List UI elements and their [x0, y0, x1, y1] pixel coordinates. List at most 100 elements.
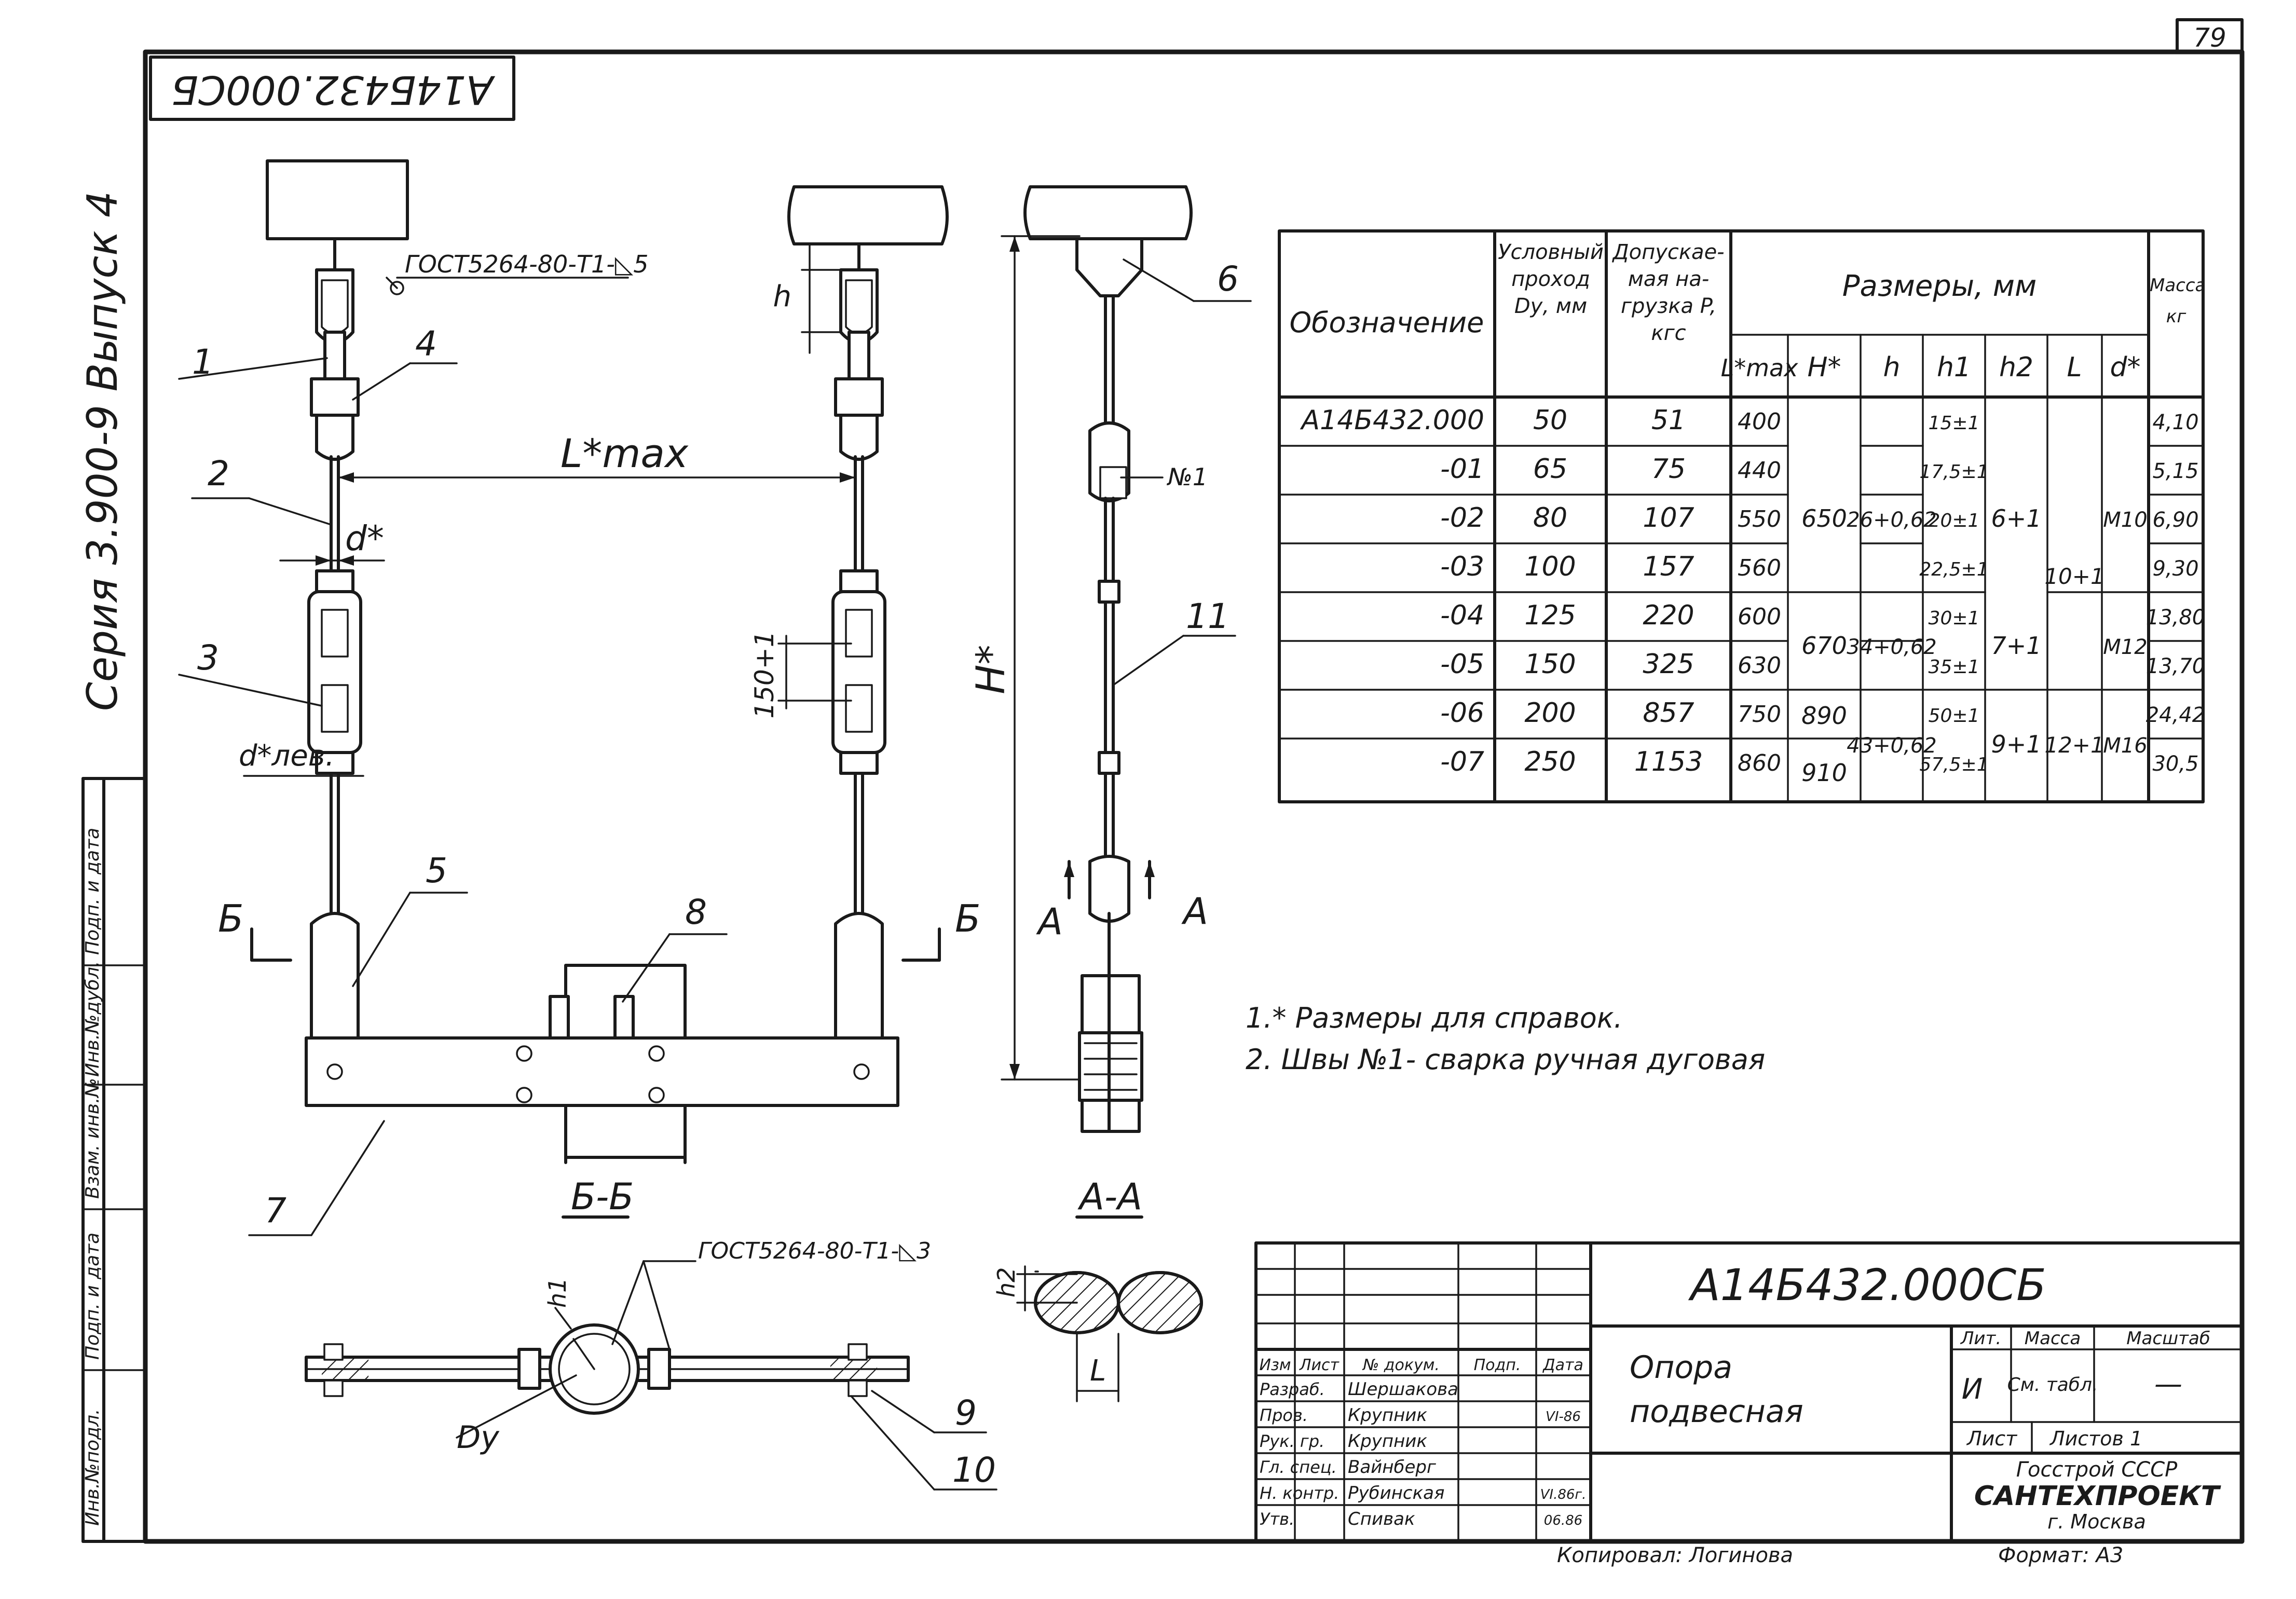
series-text: Серия 3.900-9 Выпуск 4 — [78, 191, 127, 711]
tb-code: А14Б432.000СБ — [1688, 1260, 2046, 1310]
cell-designation: -02 — [1440, 502, 1484, 534]
cell-mass: 13,80 — [2146, 606, 2206, 630]
view-label-aa: А-А — [1077, 1176, 1142, 1218]
cell-dy: 80 — [1533, 502, 1567, 534]
cell-mass: 30,5 — [2152, 752, 2198, 776]
cell-dy: 250 — [1524, 746, 1576, 777]
cell-dy: 150 — [1524, 649, 1576, 680]
cell-designation: -05 — [1440, 649, 1484, 680]
code-stamp: А14Б432.000СБ — [149, 56, 515, 121]
note-2: 2. Швы №1- сварка ручная дуговая — [1246, 1043, 1765, 1076]
side-label-podp-data-1: Подп. и дата — [82, 1233, 103, 1360]
view-label-bb: Б-Б — [571, 1176, 634, 1218]
gost-bottom-label: ГОСТ5264-80-Т1-◺3 — [698, 1238, 931, 1264]
tb-role-name: Спивак — [1348, 1509, 1415, 1529]
cell-d-a: М10 — [2103, 508, 2147, 532]
tb-role-date: VI.86г. — [1540, 1487, 1587, 1502]
note-1: 1.* Размеры для справок. — [1246, 1002, 1623, 1034]
cell-mass: 9,30 — [2152, 557, 2198, 581]
side-label-podp-data-2: Подп. и дата — [82, 828, 103, 955]
tb-copied: Копировал: Логинова — [1557, 1543, 1793, 1567]
cell-mass: 13,70 — [2146, 654, 2206, 678]
tb-mass-value: См. табл. — [2007, 1374, 2098, 1396]
tb-role: Н. контр. — [1260, 1483, 1339, 1503]
cell-lmax: 860 — [1738, 750, 1781, 776]
cell-load: 857 — [1643, 698, 1694, 729]
cell-h-c: 43+0,62 — [1847, 734, 1936, 758]
cell-H-c: 890 — [1801, 702, 1847, 730]
cell-designation: -04 — [1440, 600, 1484, 631]
tb-org-line3: г. Москва — [2047, 1510, 2146, 1533]
cell-h1: 35±1 — [1929, 657, 1980, 678]
dim-h: h — [773, 280, 792, 313]
tb-mass-label: Масса — [2025, 1328, 2081, 1349]
tb-role-name: Крупник — [1348, 1405, 1427, 1426]
callout-2: 2 — [208, 454, 229, 494]
dim-dy: Dу — [457, 1419, 500, 1456]
callout-5: 5 — [426, 851, 447, 891]
cell-dy: 200 — [1524, 698, 1576, 729]
tb-head-izm: Изм — [1259, 1356, 1291, 1374]
cell-H-a: 650 — [1801, 504, 1847, 532]
cell-L-b: 12+1 — [2044, 732, 2104, 758]
clamp-left — [310, 912, 360, 1050]
title-block: Изм Лист № докум. Подп. Дата Разраб.Шерш… — [1254, 1241, 2244, 1567]
cell-load: 1153 — [1634, 746, 1703, 777]
plan-view: Dу ГОСТ5264-80-Т1-◺3 h1 9 10 — [305, 1238, 997, 1491]
th-nominal: Условный проход Dу, мм — [1498, 240, 1604, 318]
section-mark-b-right: Б — [955, 897, 980, 940]
tb-role: Гл. спец. — [1260, 1457, 1337, 1477]
th-sizes: Размеры, мм — [1842, 269, 2037, 303]
cell-h1: 30±1 — [1929, 608, 1980, 629]
callout-7: 7 — [265, 1191, 286, 1231]
side-view: H* А А 6 11 №1 А-А — [967, 185, 1252, 1219]
th-load: Допускае- мая на- грузка P, кгс — [1612, 240, 1725, 345]
stamp-code: А14Б432.000СБ — [171, 67, 496, 113]
crossbeam — [305, 1036, 899, 1107]
tb-head-date: Дата — [1542, 1356, 1583, 1374]
th-h-lower: h — [1883, 352, 1901, 383]
cell-h2-a: 6+1 — [1991, 504, 2041, 532]
tb-sheets-label: Листов 1 — [2049, 1427, 2142, 1450]
tb-lit-label: Лит. — [1960, 1328, 2001, 1349]
tb-role: Утв. — [1260, 1509, 1294, 1529]
th-lmax: L*max — [1721, 354, 1799, 382]
tb-head-list: Лист — [1299, 1356, 1340, 1374]
cell-d-b: М12 — [2103, 635, 2147, 659]
cell-dy: 50 — [1533, 405, 1567, 436]
cell-h-a: 26+0,62 — [1847, 508, 1936, 532]
tb-role-date: VI-86 — [1546, 1409, 1581, 1425]
th-d: d* — [2110, 352, 2140, 383]
weld-detail: h2 L — [992, 1265, 1203, 1402]
tb-format: Формат: А3 — [1998, 1543, 2123, 1567]
cell-h1: 22,5±1 — [1919, 559, 1988, 580]
cell-lmax: 440 — [1738, 457, 1781, 484]
tb-org-line1: Госстрой СССР — [2016, 1458, 2178, 1482]
callout-8: 8 — [685, 892, 707, 932]
cell-h1: 15±1 — [1929, 413, 1980, 434]
gost-top-label: ГОСТ5264-80-Т1-◺5 — [405, 250, 648, 278]
cell-d-c: М16 — [2103, 734, 2147, 758]
callout-11: 11 — [1186, 596, 1229, 636]
cell-h1: 50±1 — [1929, 705, 1980, 727]
th-mass-wrap: Масса кг — [2150, 275, 2203, 327]
tb-role: Рук. гр. — [1260, 1431, 1324, 1451]
cell-mass: 4,10 — [2152, 411, 2198, 434]
cell-h1: 57,5±1 — [1919, 754, 1988, 775]
cell-h1: 20±1 — [1929, 510, 1980, 531]
cell-mass: 24,42 — [2146, 703, 2206, 727]
section-mark-a-left: А — [1036, 900, 1063, 943]
cell-dy: 125 — [1524, 600, 1576, 631]
tb-role-date: 06.86 — [1544, 1513, 1582, 1528]
tb-role-name: Вайнберг — [1348, 1457, 1437, 1478]
cell-load: 325 — [1643, 649, 1694, 680]
dim-d: d* — [345, 518, 384, 558]
callout-6: 6 — [1217, 259, 1239, 299]
sheet-frame: 79 — [81, 18, 2245, 1544]
tb-head-doc: № докум. — [1362, 1356, 1440, 1374]
cell-L-a: 10+1 — [2044, 564, 2104, 589]
tb-role-name: Шершакова — [1348, 1379, 1458, 1400]
